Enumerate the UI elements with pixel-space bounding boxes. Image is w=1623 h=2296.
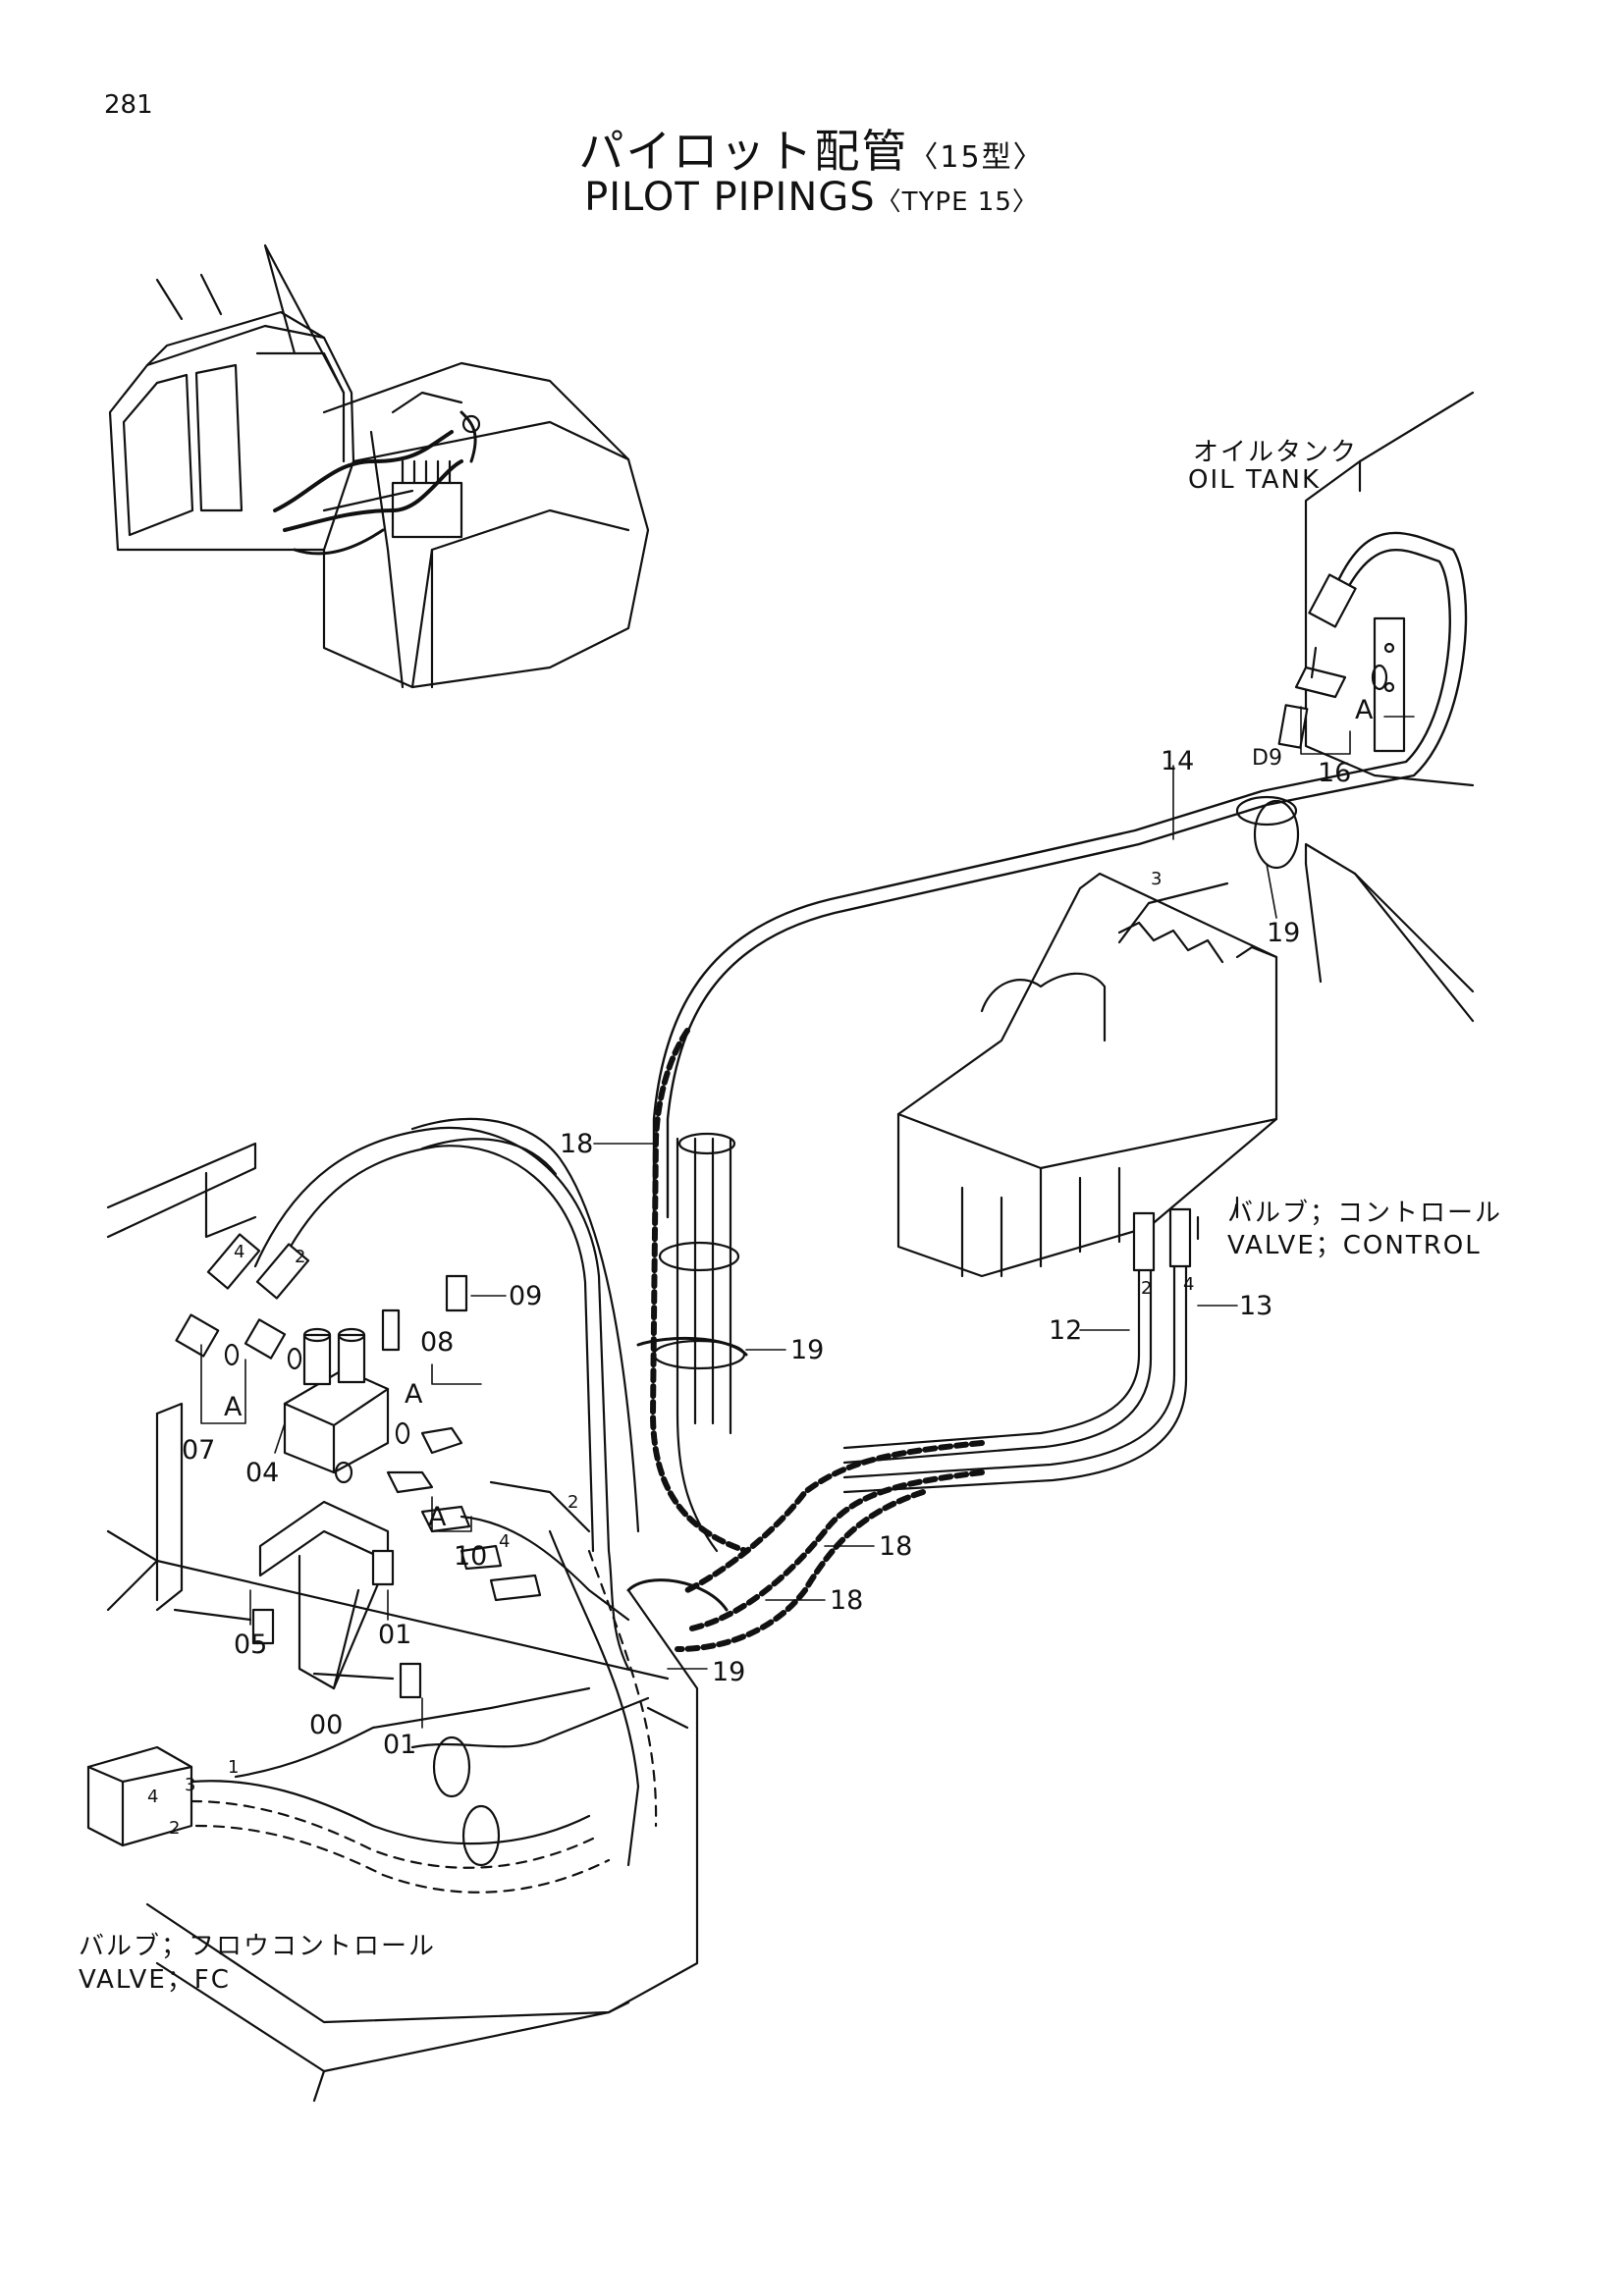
d9-marker: D9 (1252, 746, 1282, 771)
port-label: 4 (1183, 1274, 1195, 1295)
callout-10: 10 (454, 1541, 488, 1572)
title-en-sub: 〈TYPE 15〉 (875, 187, 1039, 217)
left-hose-loops (206, 1117, 640, 1671)
port-label: 4 (499, 1531, 511, 1552)
solenoid-valve-04 (175, 1274, 630, 1622)
hose-14 (652, 531, 1468, 1219)
page-number: 281 (104, 90, 153, 120)
fc-valve (86, 1529, 658, 1894)
port-label: 4 (147, 1787, 159, 1807)
callout-18-lower: 18 (830, 1585, 864, 1616)
callout-09: 09 (509, 1281, 543, 1311)
callout-04: 04 (245, 1458, 280, 1488)
port-label: 2 (1141, 1278, 1153, 1299)
cable-tie-19 (626, 1337, 748, 1612)
port-label: 2 (169, 1818, 181, 1839)
oring-marker-a-tank: A (1355, 695, 1374, 725)
port-label: 4 (234, 1242, 245, 1262)
oring-marker-a-left: A (224, 1392, 243, 1422)
vertical-hose-bundle (652, 1132, 746, 1553)
control-valve-label-en: VALVE；CONTROL (1227, 1231, 1482, 1260)
title-jp-sub: 〈15型〉 (908, 140, 1045, 175)
callout-13: 13 (1239, 1291, 1273, 1321)
callout-19-mid: 19 (790, 1335, 825, 1365)
oil-tank-label-en: OIL TANK (1188, 465, 1322, 495)
title-japanese: パイロット配管〈15型〉 (0, 116, 1623, 181)
callout-01-upper: 01 (378, 1620, 412, 1650)
callout-19-top: 19 (1267, 918, 1301, 948)
port-label: 2 (295, 1247, 306, 1267)
callout-08: 08 (420, 1327, 455, 1358)
excavator-overview (108, 243, 650, 689)
control-valve-label-jp: バルブ；コントロール (1227, 1199, 1503, 1228)
callout-14: 14 (1161, 746, 1195, 776)
callout-05: 05 (234, 1629, 268, 1660)
port-label: 3 (1151, 869, 1163, 889)
callout-12: 12 (1049, 1315, 1083, 1346)
hoses-12-13 (842, 1207, 1192, 1494)
title-jp-main: パイロット配管 (578, 125, 909, 178)
callout-18-mid: 18 (879, 1531, 913, 1562)
port-label: 3 (185, 1775, 196, 1795)
port-label: 1 (228, 1757, 240, 1778)
bottom-frame (145, 1588, 699, 2103)
control-valve (896, 872, 1278, 1278)
oil-tank (1304, 391, 1475, 1023)
oil-tank-label-jp: オイルタンク (1193, 438, 1359, 467)
oring-marker-a-lower: A (428, 1502, 447, 1532)
fc-valve-label-jp: バルブ；フロウコントロール (79, 1932, 437, 1961)
callout-19-bottom: 19 (712, 1657, 746, 1687)
callout-01-lower: 01 (383, 1730, 417, 1760)
fc-valve-label-en: VALVE；FC (79, 1965, 231, 1995)
callout-07: 07 (182, 1435, 216, 1466)
oring-marker-a-mid: A (405, 1379, 423, 1410)
leader-lines (200, 706, 1415, 1729)
title-en-main: PILOT PIPINGS (584, 175, 876, 220)
callout-16: 16 (1318, 758, 1352, 788)
bracket-00 (155, 1402, 422, 1699)
port-label: 2 (568, 1492, 579, 1513)
title-english: PILOT PIPINGS〈TYPE 15〉 (0, 175, 1623, 220)
callout-18-upper: 18 (560, 1129, 594, 1159)
callout-00: 00 (309, 1710, 344, 1740)
